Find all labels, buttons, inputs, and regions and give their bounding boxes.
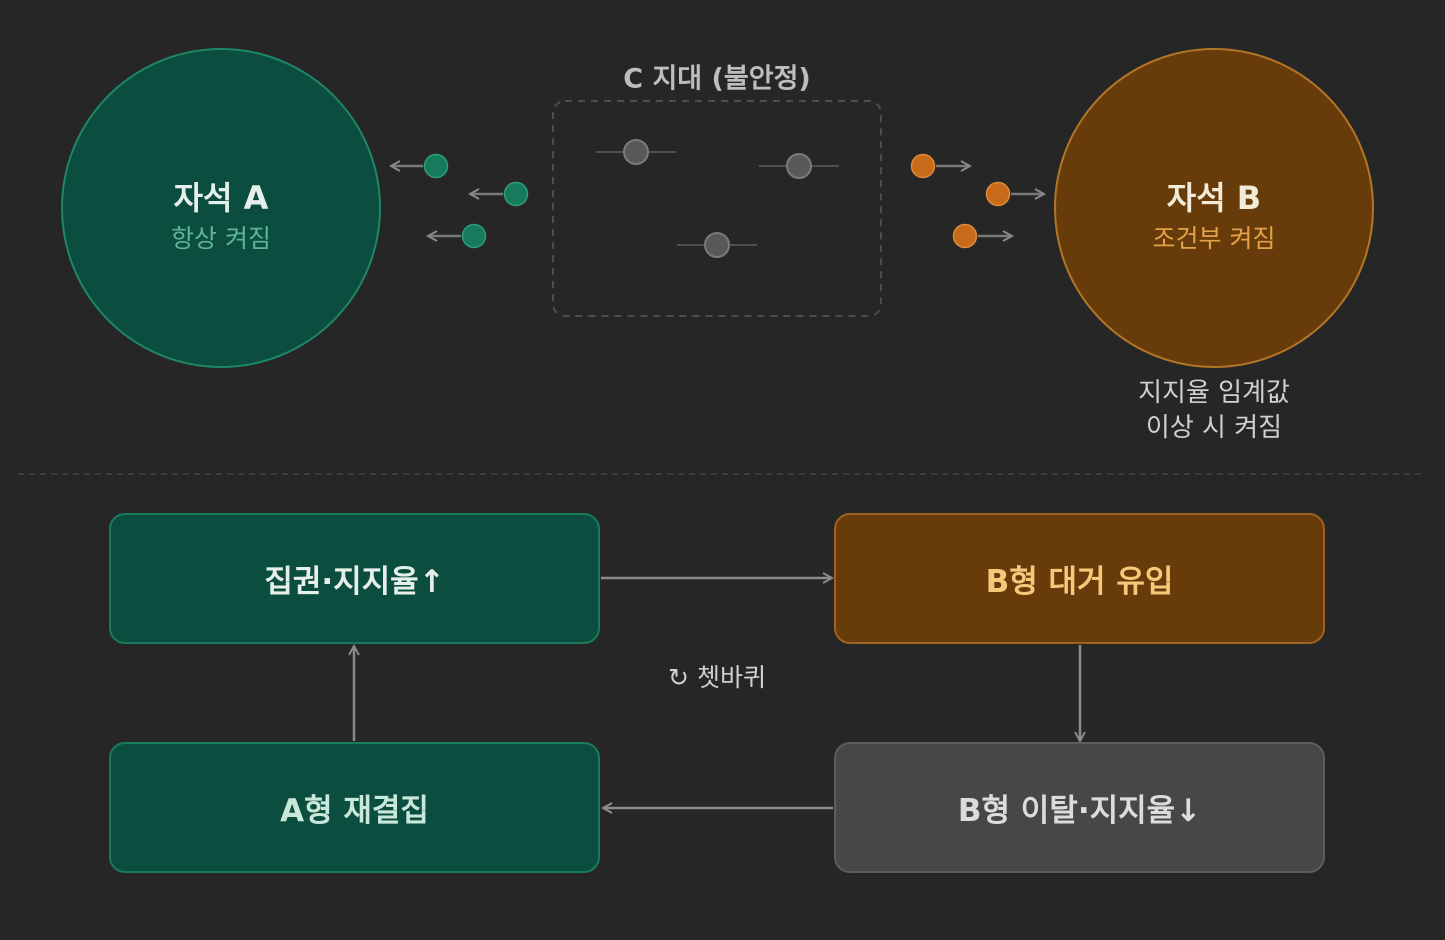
cycle-box-top-left-label: 집권·지지율↑: [264, 564, 445, 600]
particle-to-a: [428, 223, 487, 249]
magnet-a-circle: [61, 48, 381, 368]
particle-to-a: [391, 153, 449, 179]
cycle-box-bottom-left: A형 재결집: [109, 742, 600, 873]
magnet-b-note-line2: 이상 시 켜짐: [1145, 413, 1283, 443]
cycle-box-bottom-right: B형 이탈·지지율↓: [834, 742, 1325, 873]
cycle-box-bottom-left-label: A형 재결집: [280, 793, 429, 829]
unstable-particle: [596, 139, 676, 165]
particle-to-a: [470, 181, 529, 207]
zone-c-title: C 지대 (불안정): [623, 63, 811, 95]
cycle-box-bottom-right-label: B형 이탈·지지율↓: [957, 793, 1202, 829]
magnet-a-title: 자석 A: [173, 179, 269, 217]
particle-to-b: [985, 181, 1045, 207]
cycle-center-label: ↻ 쳇바퀴: [668, 663, 766, 692]
magnet-b-title: 자석 B: [1166, 179, 1262, 217]
cycle-box-top-right-label: B형 대거 유입: [985, 564, 1174, 600]
particle-to-b: [910, 153, 971, 179]
cycle-box-top-right: B형 대거 유입: [834, 513, 1325, 644]
particle-to-b: [952, 223, 1013, 249]
magnet-a-subtitle: 항상 켜짐: [171, 224, 271, 253]
cycle-box-top-left: 집권·지지율↑: [109, 513, 600, 644]
unstable-particle: [677, 232, 757, 258]
magnet-b-note-line1: 지지율 임계값: [1138, 378, 1290, 408]
zone-c-box: [552, 100, 882, 317]
unstable-particle: [759, 153, 839, 179]
magnet-b-subtitle: 조건부 켜짐: [1152, 224, 1276, 253]
magnet-b-circle: [1054, 48, 1374, 368]
